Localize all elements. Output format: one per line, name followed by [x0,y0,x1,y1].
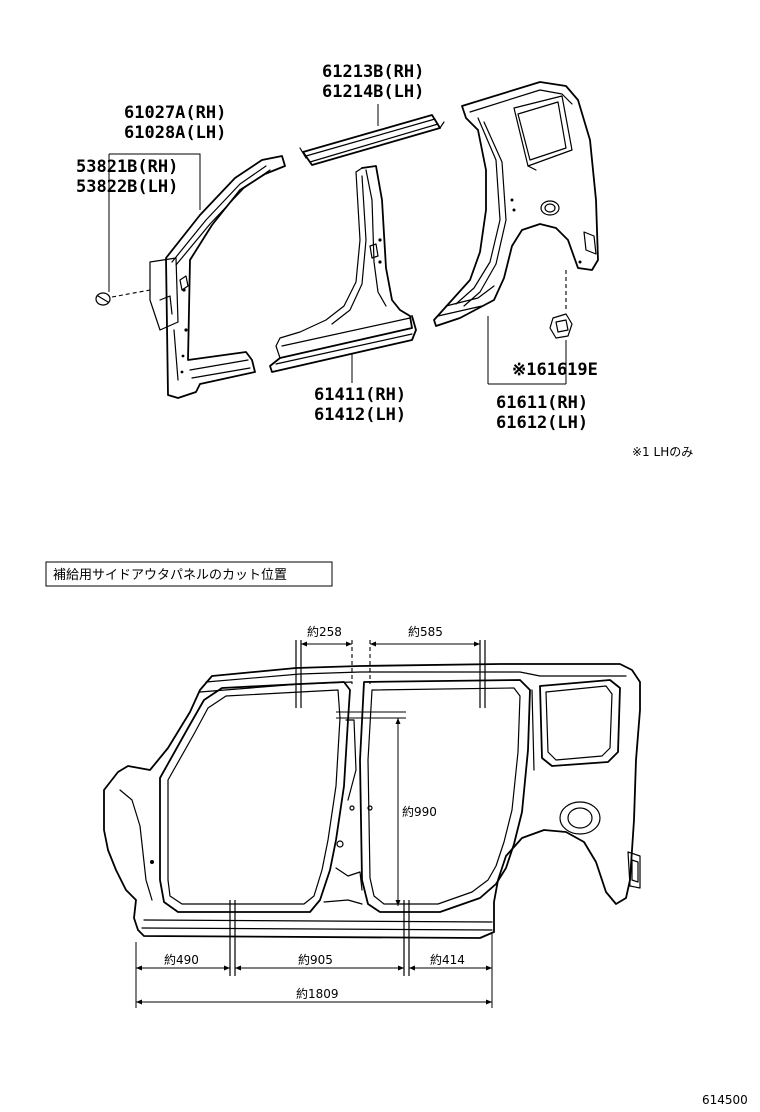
roof-rail-part [299,114,445,166]
quarter-panel-rh-label: 61611(RH) [496,393,588,413]
cut-lines [229,640,486,976]
dimension-lines [135,641,493,1008]
small-bracket-part [549,270,573,339]
front-pillar-rh-label: 61027A(RH) [124,103,226,123]
dim-bottom-1: 約490 [164,952,199,967]
clip-lh-label: 53822B(LH) [76,177,178,197]
dim-overall: 約1809 [296,986,339,1001]
footnote: ※1 LHのみ [632,445,693,459]
section-title-box [45,561,333,587]
dim-bottom-3: 約414 [430,952,465,967]
clip-part [95,289,151,306]
figure-id: 614500 [702,1093,748,1107]
rocker-rh-label: 61411(RH) [314,385,406,405]
rocker-lh-label: 61412(LH) [314,405,406,425]
quarter-panel-part [433,81,599,327]
front-pillar-part [149,155,286,399]
roof-rail-rh-label: 61213B(RH) [322,62,424,82]
front-pillar-lh-label: 61028A(LH) [124,123,226,143]
section-title: 補給用サイドアウタパネルのカット位置 [53,568,287,583]
dim-bottom-2: 約905 [298,952,333,967]
dim-vertical: 約990 [402,804,437,819]
center-pillar-rocker-part [269,165,417,373]
leader-lines [108,104,567,385]
quarter-panel-lh-label: 61612(LH) [496,413,588,433]
lh-only-part-label: ※161619E [512,360,598,380]
roof-rail-lh-label: 61214B(LH) [322,82,424,102]
dim-top-right: 約585 [408,624,443,639]
side-panel-drawing [103,663,641,939]
dim-top-left: 約258 [307,624,342,639]
clip-rh-label: 53821B(RH) [76,157,178,177]
